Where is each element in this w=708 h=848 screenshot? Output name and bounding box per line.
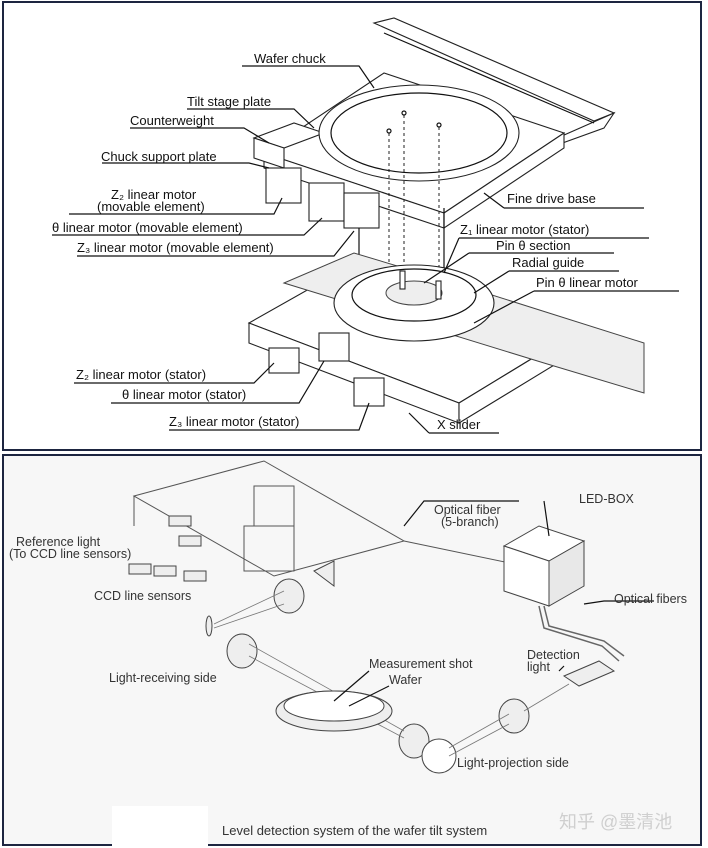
- watermark: 知乎 @墨清池: [559, 812, 672, 832]
- label-z2-stator: Z₂ linear motor (stator): [76, 367, 206, 382]
- blank-patch: [112, 806, 208, 846]
- led-box: [502, 525, 586, 607]
- label-reference-light-2: (To CCD line sensors): [9, 547, 131, 561]
- stator-motors: [268, 332, 385, 407]
- label-radial-guide: Radial guide: [512, 255, 584, 270]
- movable-motors: [265, 167, 380, 229]
- label-chuck-support-plate: Chuck support plate: [101, 149, 217, 164]
- label-detection-1: Detection: [527, 648, 580, 662]
- lenses: [205, 578, 530, 774]
- leader-lines: [52, 65, 679, 434]
- level-detection-diagram-panel: Optical fiber (5-branch) LED-BOX Referen…: [2, 454, 702, 846]
- level-detection-drawing: Optical fiber (5-branch) LED-BOX Referen…: [9, 460, 687, 846]
- label-tilt-stage-plate: Tilt stage plate: [187, 94, 271, 109]
- label-x-slider: X slider: [437, 417, 481, 432]
- label-wafer: Wafer: [389, 673, 422, 687]
- label-led-box: LED-BOX: [579, 492, 635, 506]
- label-fine-drive-base: Fine drive base: [507, 191, 596, 206]
- wafer-stage-diagram-panel: Wafer chuck Tilt stage plate Counterweig…: [2, 1, 702, 451]
- label-reference-light-1: Reference light: [16, 535, 101, 549]
- label-z3-movable: Z₃ linear motor (movable element): [77, 240, 274, 255]
- label-optical-fiber-1: Optical fiber: [434, 503, 501, 517]
- ccd-sensor-module: [128, 460, 406, 587]
- wafer-stage-drawing: Wafer chuck Tilt stage plate Counterweig…: [52, 17, 679, 434]
- label-detection-2: light: [527, 660, 550, 674]
- label-z2-movable-2: (movable element): [97, 199, 205, 214]
- label-measurement-shot: Measurement shot: [369, 657, 473, 671]
- label-light-projection-side: Light-projection side: [457, 756, 569, 770]
- label-z1-stator: Z₁ linear motor (stator): [460, 222, 589, 237]
- label-wafer-chuck: Wafer chuck: [254, 51, 326, 66]
- detection-light-unit: [562, 660, 616, 687]
- label-z2-movable-1: Z₂ linear motor: [111, 187, 197, 202]
- label-pin-theta-section: Pin θ section: [496, 238, 570, 253]
- label-counterweight: Counterweight: [130, 113, 214, 128]
- label-theta-stator: θ linear motor (stator): [122, 387, 246, 402]
- label-light-receiving-side: Light-receiving side: [109, 671, 217, 685]
- caption: Level detection system of the wafer tilt…: [222, 823, 487, 838]
- label-pin-theta-linear-motor: Pin θ linear motor: [536, 275, 639, 290]
- wafer-chuck: [318, 84, 520, 182]
- label-optical-fibers: Optical fibers: [614, 592, 687, 606]
- label-theta-movable: θ linear motor (movable element): [52, 220, 243, 235]
- label-ccd-line-sensors: CCD line sensors: [94, 589, 191, 603]
- optical-fibers: [538, 605, 625, 662]
- label-optical-fiber-2: (5-branch): [441, 515, 499, 529]
- label-z3-stator: Z₃ linear motor (stator): [169, 414, 299, 429]
- leader-lines-bottom: [333, 500, 654, 707]
